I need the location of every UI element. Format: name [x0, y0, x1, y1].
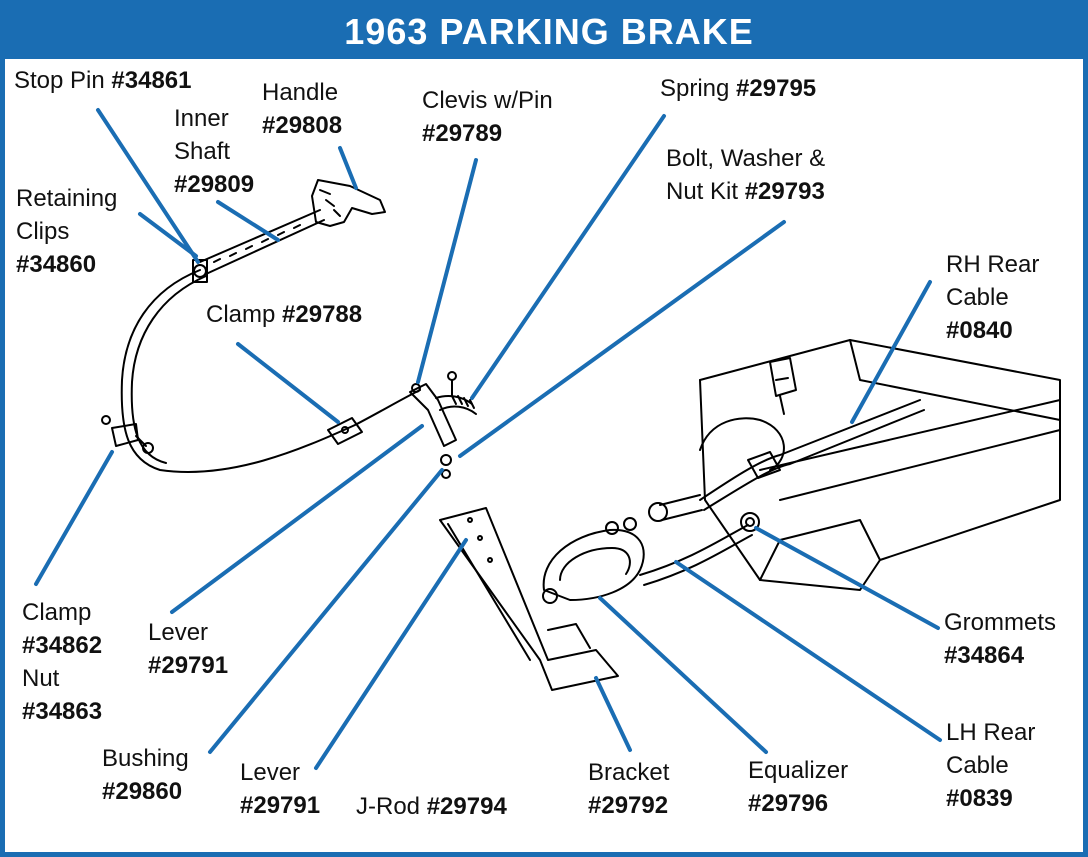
label-lever-upper: Lever #29791 [148, 616, 228, 682]
label-name: LH Rear [946, 719, 1036, 746]
label-name: Inner [174, 105, 229, 132]
label-bushing: Bushing #29860 [102, 742, 189, 808]
label-spring: Spring #29795 [660, 72, 816, 105]
part-number: #29860 [102, 778, 183, 805]
handle-body [311, 179, 386, 227]
label-name: Clevis w/Pin [422, 87, 553, 114]
leader-lines [34, 108, 942, 770]
label-inner-shaft: Inner Shaft #29809 [174, 102, 254, 201]
label-bolt-kit: Bolt, Washer & Nut Kit #29793 [666, 142, 825, 208]
part-number: #34863 [22, 698, 103, 725]
part-number: #29793 [744, 178, 825, 205]
label-bracket: Bracket #29792 [588, 756, 669, 822]
label-rh-rear-cable: RH Rear Cable #0840 [946, 248, 1039, 347]
label-j-rod: J-Rod #29794 [356, 790, 507, 823]
label-name: Nut Kit [666, 178, 739, 205]
label-clamp-29788: Clamp #29788 [206, 298, 362, 331]
lh-rear-cable [639, 524, 753, 586]
label-name: Clamp [22, 599, 92, 626]
label-name: Stop Pin [14, 67, 105, 94]
label-name: Bracket [588, 759, 670, 786]
part-number: #29791 [240, 792, 321, 819]
part-number: #29789 [422, 120, 503, 147]
inner-shaft [199, 209, 325, 275]
part-number: #34860 [16, 251, 97, 278]
label-name: Nut [22, 665, 60, 692]
label-handle: Handle #29808 [262, 76, 342, 142]
label-equalizer: Equalizer #29796 [748, 754, 848, 820]
clamp-plate [327, 417, 363, 445]
label-name: Handle [262, 79, 339, 106]
title-bar: 1963 PARKING BRAKE [5, 5, 1088, 59]
label-name: Spring [660, 75, 730, 102]
label-name: Clamp [206, 301, 276, 328]
part-number: #29792 [588, 792, 669, 819]
rh-rear-cable [699, 399, 925, 511]
label-name: Lever [240, 759, 301, 786]
page-title: 1963 PARKING BRAKE [344, 11, 754, 52]
label-name: Lever [148, 619, 209, 646]
label-name: Grommets [944, 609, 1057, 636]
label-name: RH Rear [946, 251, 1040, 278]
equalizer-yoke [542, 528, 645, 601]
label-name: Bushing [102, 745, 189, 772]
part-number: #34864 [944, 642, 1025, 669]
label-name: Clips [16, 218, 70, 245]
part-number: #29796 [748, 790, 829, 817]
label-name: Equalizer [748, 757, 849, 784]
label-grommets: Grommets #34864 [944, 606, 1056, 672]
label-name: Cable [946, 752, 1009, 779]
lever-assembly [409, 383, 457, 447]
part-number: #34861 [111, 67, 192, 94]
part-number: #29794 [426, 793, 507, 820]
part-number: #29788 [282, 301, 363, 328]
front-cable [120, 269, 421, 473]
label-lh-rear-cable: LH Rear Cable #0839 [946, 716, 1035, 815]
parts-drawing [101, 179, 1061, 691]
label-stop-pin: Stop Pin #34861 [14, 64, 192, 97]
label-name: J-Rod [356, 793, 421, 820]
label-clevis: Clevis w/Pin #29789 [422, 84, 553, 150]
label-lever-lower: Lever #29791 [240, 756, 320, 822]
label-clamp-nut: Clamp #34862 Nut #34863 [22, 596, 102, 728]
label-name: Bolt, Washer & [666, 145, 826, 172]
part-number: #0839 [946, 785, 1013, 812]
part-number: #0840 [946, 317, 1013, 344]
label-retaining-clips: Retaining Clips #34860 [16, 182, 117, 281]
part-number: #34862 [22, 632, 103, 659]
frame-rail [699, 339, 1061, 591]
j-rod-bracket [439, 507, 619, 691]
label-name: Cable [946, 284, 1009, 311]
part-number: #29795 [736, 75, 817, 102]
part-number: #29791 [148, 652, 229, 679]
part-number: #29808 [262, 112, 343, 139]
part-number: #29809 [174, 171, 255, 198]
label-name: Retaining [16, 185, 118, 212]
label-name: Shaft [174, 138, 231, 165]
